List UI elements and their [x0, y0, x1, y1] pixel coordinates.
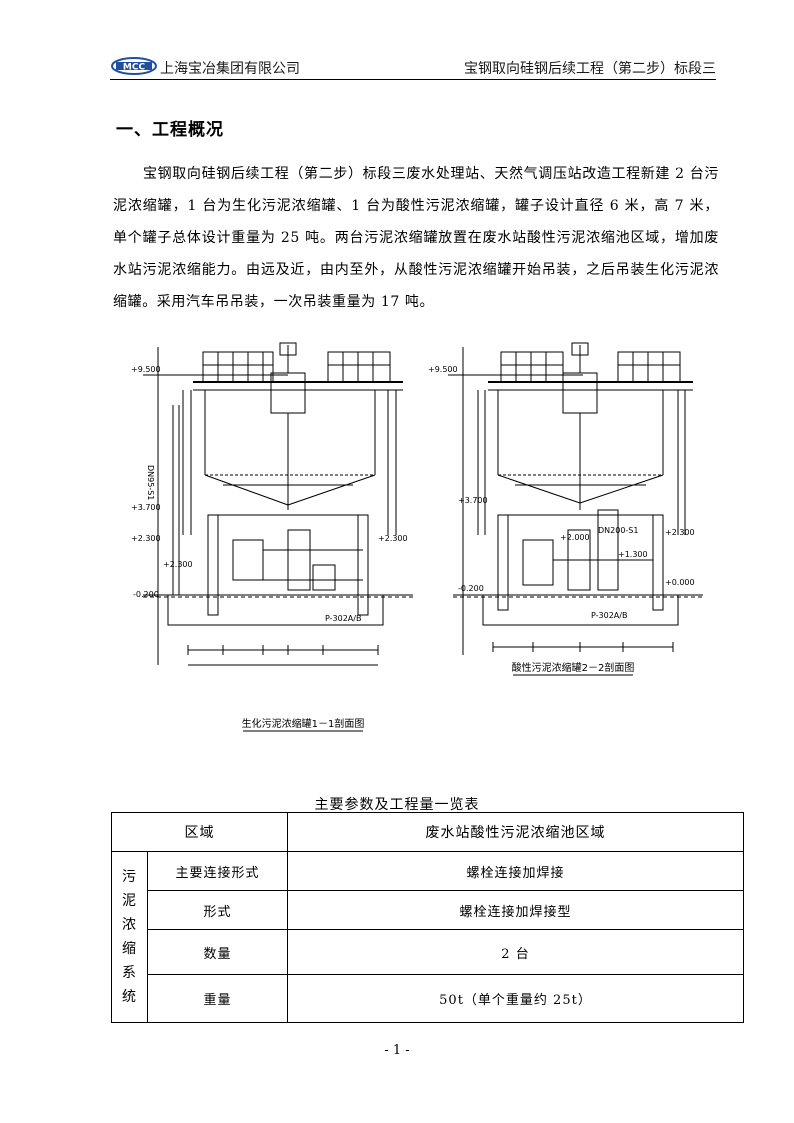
project-name: 宝钢取向硅钢后续工程（第二步）标段三 — [464, 61, 716, 77]
right-elev-2000: +2.000 — [560, 533, 590, 542]
right-elev-0000: +0.000 — [665, 578, 695, 587]
row-label: 数量 — [147, 929, 288, 975]
region-label: 区域 — [111, 812, 288, 852]
row-label: 主要连接形式 — [147, 851, 288, 891]
table-row: 数量 2 台 — [112, 929, 744, 975]
row-label: 形式 — [147, 890, 288, 930]
company-name: 上海宝冶集团有限公司 — [160, 61, 300, 77]
tank-section-drawings: +9.500 +3.700 +2.300 +2.300 +2.300 -0.20… — [131, 342, 703, 732]
page-header: MCC 上海宝冶集团有限公司 宝钢取向硅钢后续工程（第二步）标段三 — [110, 52, 716, 80]
right-elev-2300: +2.300 — [665, 528, 695, 537]
table-row: 重量 50t（单个重量约 25t） — [112, 974, 744, 1023]
row-value: 螺栓连接加焊接 — [287, 851, 744, 891]
table-row: 形式 螺栓连接加焊接型 — [112, 890, 744, 930]
table-row: 污 泥 浓 缩 系 统 主要连接形式 螺栓连接加焊接 — [111, 851, 744, 1023]
left-section-drawing — [143, 342, 413, 666]
left-elev-m0200: -0.200 — [133, 590, 159, 599]
row-label: 重量 — [147, 974, 288, 1023]
svg-text:MCC: MCC — [123, 63, 146, 73]
parameters-table: 区域 废水站酸性污泥浓缩池区域 污 泥 浓 缩 系 统 主要连接形式 螺栓连接加… — [111, 812, 744, 1023]
table-caption: 主要参数及工程量一览表 — [314, 797, 480, 813]
group-label-cell: 污 泥 浓 缩 系 统 — [111, 851, 148, 1023]
left-elev-2300c: +2.300 — [163, 560, 193, 569]
right-elev-9500: +9.500 — [428, 365, 458, 374]
left-elev-2300a: +2.300 — [131, 534, 161, 543]
left-pump-label: P-302A/B — [325, 614, 361, 623]
left-elev-3700: +3.700 — [131, 503, 161, 512]
right-elev-3700: +3.700 — [458, 496, 488, 505]
right-section-drawing — [448, 342, 703, 655]
left-caption-group: 生化污泥浓缩罐1－1剖面图 — [242, 717, 365, 732]
right-pipe-label: DN200-S1 — [598, 526, 638, 535]
header-divider — [110, 79, 716, 80]
left-elev-2300b: +2.300 — [378, 534, 408, 543]
left-pipe-label: DN95-S1 — [146, 465, 155, 500]
right-labels: +9.500 +3.700 +2.300 +2.000 +1.300 +0.00… — [428, 365, 695, 620]
left-elev-9500: +9.500 — [131, 365, 161, 374]
right-elev-1300: +1.300 — [618, 550, 648, 559]
right-elev-m0200: -0.200 — [458, 584, 484, 593]
left-labels: +9.500 +3.700 +2.300 +2.300 +2.300 -0.20… — [131, 365, 408, 623]
table-row-region: 区域 废水站酸性污泥浓缩池区域 — [111, 812, 744, 852]
overview-paragraph: 宝钢取向硅钢后续工程（第二步）标段三废水处理站、天然气调压站改造工程新建 2 台… — [113, 166, 719, 310]
right-caption-group: 酸性污泥浓缩罐2－2剖面图 — [512, 661, 635, 676]
row-value: 2 台 — [287, 929, 744, 975]
right-caption: 酸性污泥浓缩罐2－2剖面图 — [512, 661, 635, 674]
section-title: 一、工程概况 — [116, 120, 224, 140]
row-value: 50t（单个重量约 25t） — [287, 974, 744, 1023]
page-number: - 1 - — [384, 1043, 410, 1058]
mcc-logo: MCC — [111, 57, 157, 75]
right-pump-label: P-302A/B — [591, 611, 627, 620]
region-value: 废水站酸性污泥浓缩池区域 — [287, 812, 744, 852]
row-value: 螺栓连接加焊接型 — [287, 890, 744, 930]
left-caption: 生化污泥浓缩罐1－1剖面图 — [242, 717, 365, 730]
